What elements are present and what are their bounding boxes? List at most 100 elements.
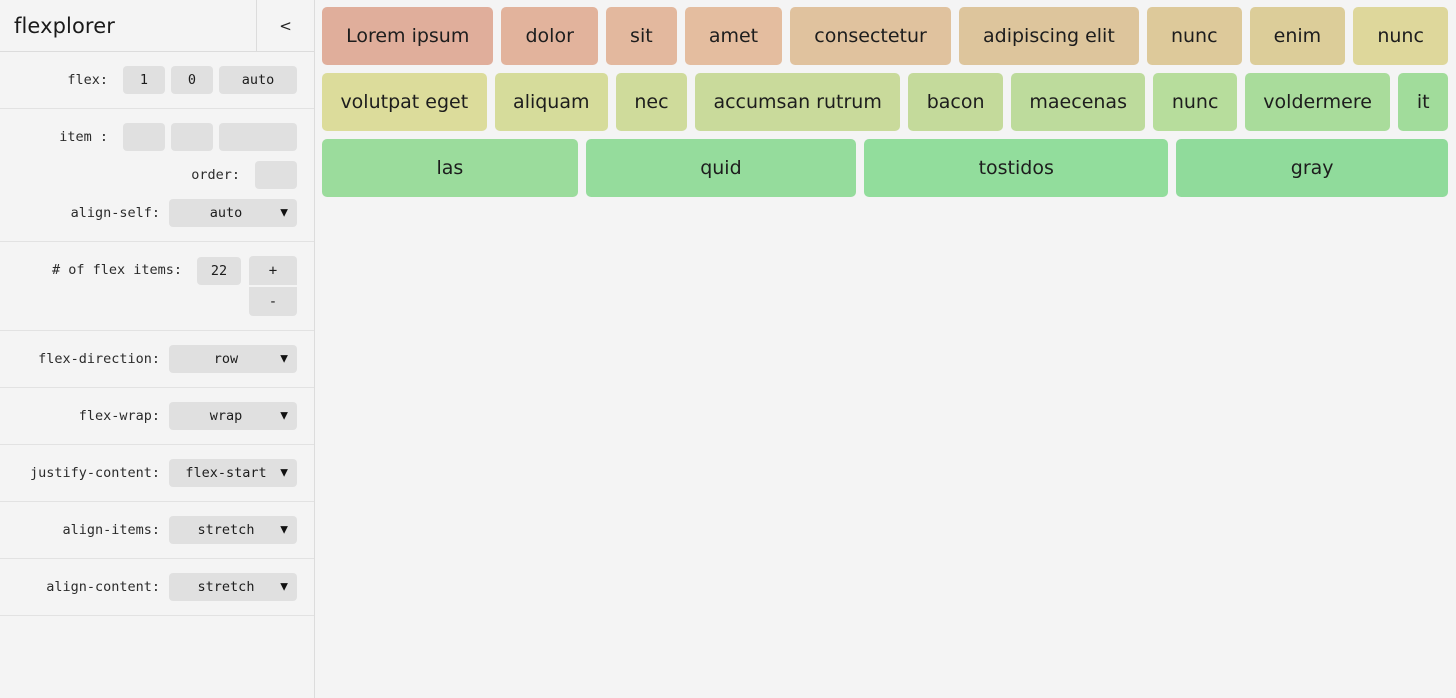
page-title: flexplorer: [14, 13, 115, 38]
control-row: flex-wrap: nowrapwrapwrap-reverse▼: [0, 397, 314, 435]
flex-item[interactable]: adipiscing elit: [958, 7, 1139, 65]
control-row: align-items: stretchflex-startflex-endcen…: [0, 511, 314, 549]
control-label: order:: [191, 167, 240, 183]
flex-direction-select[interactable]: rowrow-reversecolumncolumn-reverse: [169, 345, 297, 373]
flex-container: Lorem ipsum dolor sit amet consectetur adipis…: [322, 7, 1456, 205]
control-label: align-items:: [62, 522, 160, 538]
order-input[interactable]: [255, 161, 297, 189]
flex-item[interactable]: aliquam: [494, 73, 608, 131]
control-label: align-content:: [46, 579, 160, 595]
flex-item-label: dolor: [525, 25, 574, 47]
align-items-select-wrapper: stretchflex-startflex-endcenterbaseline▼: [169, 516, 297, 544]
control-group-align-items: align-items: stretchflex-startflex-endcen…: [0, 502, 314, 559]
flex-item[interactable]: tostidos: [864, 139, 1169, 197]
flex-item[interactable]: las: [322, 139, 578, 197]
flex-item-label: consectetur: [814, 25, 927, 47]
flex-item-label: accumsan rutrum: [713, 91, 882, 113]
flex-item-label: adipiscing elit: [983, 25, 1115, 47]
flex-item-count-input[interactable]: [197, 257, 241, 285]
control-row: align-self: autoflex-startflex-endcenterb…: [0, 194, 314, 232]
justify-content-select-wrapper: flex-startflex-endcenterspace-betweenspa…: [169, 459, 297, 487]
flex-shrink-input[interactable]: [171, 66, 213, 94]
flex-item-label: gray: [1290, 157, 1334, 179]
sidebar-controls: flex: item : order: align-self: autoflex-sta…: [0, 52, 314, 616]
control-label: flex-direction:: [38, 351, 160, 367]
control-label: item :: [59, 129, 108, 145]
flex-direction-select-wrapper: rowrow-reversecolumncolumn-reverse▼: [169, 345, 297, 373]
flex-item-label: sit: [630, 25, 653, 47]
flex-item-label: it: [1416, 91, 1430, 113]
flex-item[interactable]: nunc: [1153, 73, 1237, 131]
flex-item[interactable]: nunc: [1146, 7, 1242, 65]
flex-item[interactable]: volutpat eget: [322, 73, 487, 131]
flex-basis-input[interactable]: [219, 66, 297, 94]
flex-item-label: nunc: [1377, 25, 1424, 47]
flex-wrap-select[interactable]: nowrapwrapwrap-reverse: [169, 402, 297, 430]
control-label: justify-content:: [29, 465, 160, 481]
control-label: align-self:: [70, 205, 160, 221]
flex-item-label: maecenas: [1029, 91, 1127, 113]
increment-items-button[interactable]: +: [249, 256, 297, 285]
justify-content-select[interactable]: flex-startflex-endcenterspace-betweenspa…: [169, 459, 297, 487]
control-label: flex-wrap:: [78, 408, 160, 424]
control-group-item-settings: item : order: align-self: autoflex-startfle…: [0, 109, 314, 242]
flex-item[interactable]: amet: [684, 7, 783, 65]
chevron-left-icon[interactable]: <: [256, 0, 314, 52]
flex-item-label: bacon: [926, 91, 985, 113]
controls-sidebar: flexplorer < flex: item : order: align-self…: [0, 0, 315, 698]
flex-item[interactable]: accumsan rutrum: [695, 73, 901, 131]
flex-item-label: tostidos: [978, 157, 1054, 179]
flex-item[interactable]: nunc: [1353, 7, 1448, 65]
flex-item-label: nunc: [1171, 91, 1219, 113]
flex-grow-input[interactable]: [123, 66, 165, 94]
control-row: flex-direction: rowrow-reversecolumncolum…: [0, 340, 314, 378]
flex-item-label: Lorem ipsum: [346, 25, 470, 47]
control-group-item-count: # of flex items: +-: [0, 242, 314, 331]
flex-item[interactable]: maecenas: [1010, 73, 1146, 131]
flex-item-label: volutpat eget: [340, 91, 469, 113]
flex-item[interactable]: dolor: [501, 7, 598, 65]
flex-item[interactable]: quid: [585, 139, 857, 197]
flex-item[interactable]: consectetur: [790, 7, 951, 65]
align-self-select-wrapper: autoflex-startflex-endcenterbaselinestre…: [169, 199, 297, 227]
flex-item[interactable]: voldermere: [1244, 73, 1391, 131]
item-shrink-input[interactable]: [171, 123, 213, 151]
flex-item-label: enim: [1273, 25, 1322, 47]
control-row: align-content: stretchflex-startflex-endc…: [0, 568, 314, 606]
item-basis-input[interactable]: [219, 123, 297, 151]
flex-item[interactable]: Lorem ipsum: [322, 7, 494, 65]
control-row: justify-content: flex-startflex-endcenter…: [0, 454, 314, 492]
control-label: # of flex items:: [51, 262, 182, 278]
flex-canvas: Lorem ipsum dolor sit amet consectetur adipis…: [315, 0, 1456, 698]
flex-wrap-select-wrapper: nowrapwrapwrap-reverse▼: [169, 402, 297, 430]
control-group-justify-content: justify-content: flex-startflex-endcenter…: [0, 445, 314, 502]
flex-item-label: aliquam: [513, 91, 590, 113]
control-group-flex-shorthand: flex:: [0, 52, 314, 109]
align-items-select[interactable]: stretchflex-startflex-endcenterbaseline: [169, 516, 297, 544]
control-row: item :: [0, 118, 314, 156]
control-row: flex:: [0, 61, 314, 99]
flex-item[interactable]: it: [1398, 73, 1448, 131]
flex-item[interactable]: bacon: [908, 73, 1003, 131]
flex-item-count-stepper: +-: [249, 256, 297, 316]
flex-item[interactable]: gray: [1176, 139, 1449, 197]
align-content-select-wrapper: stretchflex-startflex-endcenterspace-bet…: [169, 573, 297, 601]
sidebar-header: flexplorer <: [0, 0, 314, 52]
control-group-flex-wrap: flex-wrap: nowrapwrapwrap-reverse▼: [0, 388, 314, 445]
flex-item[interactable]: enim: [1249, 7, 1346, 65]
control-row: # of flex items: +-: [0, 251, 314, 321]
control-group-align-content: align-content: stretchflex-startflex-endc…: [0, 559, 314, 616]
flex-item-label: nec: [634, 91, 669, 113]
align-self-select[interactable]: autoflex-startflex-endcenterbaselinestre…: [169, 199, 297, 227]
control-label: flex:: [67, 72, 108, 88]
control-row: order:: [0, 156, 314, 194]
flex-item-label: voldermere: [1263, 91, 1372, 113]
flex-item[interactable]: nec: [615, 73, 688, 131]
item-grow-input[interactable]: [123, 123, 165, 151]
flex-item-label: las: [436, 157, 464, 179]
flex-item[interactable]: sit: [605, 7, 677, 65]
control-group-flex-direction: flex-direction: rowrow-reversecolumncolum…: [0, 331, 314, 388]
decrement-items-button[interactable]: -: [249, 287, 297, 316]
align-content-select[interactable]: stretchflex-startflex-endcenterspace-bet…: [169, 573, 297, 601]
